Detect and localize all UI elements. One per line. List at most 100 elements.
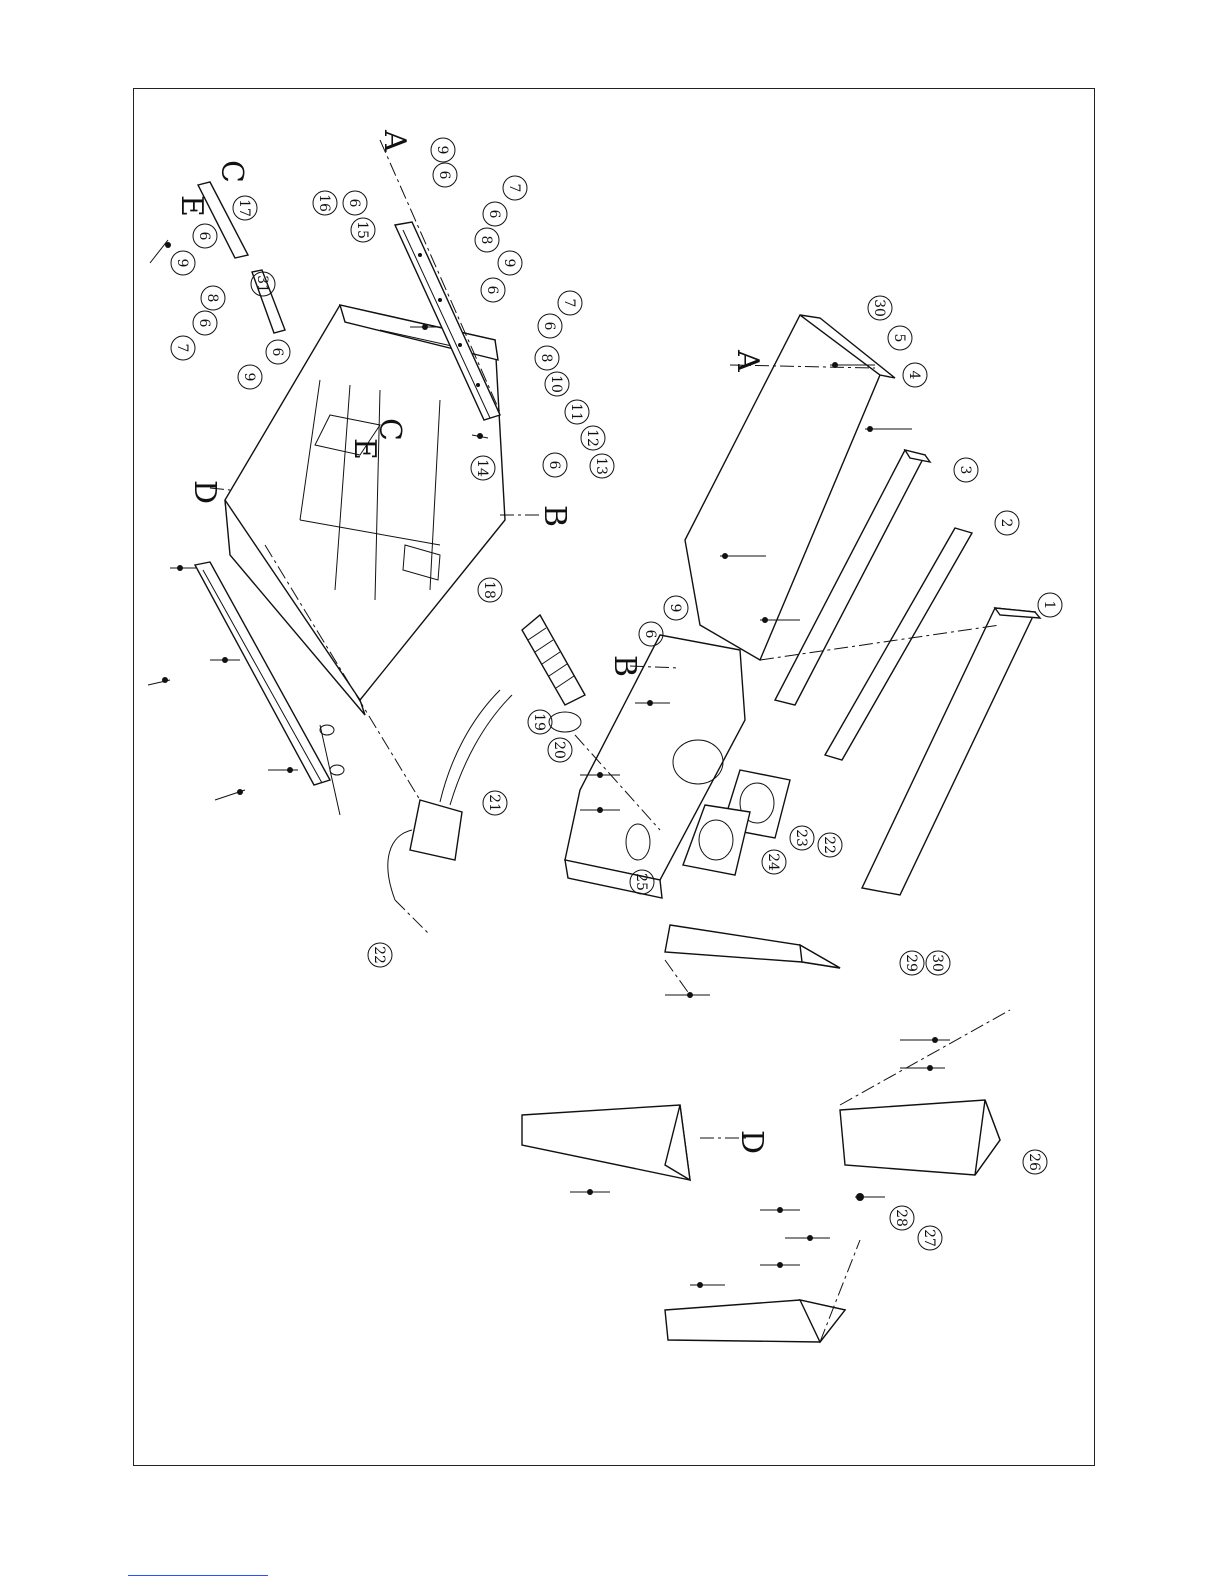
callout-15: 15 bbox=[351, 218, 375, 242]
svg-text:13: 13 bbox=[593, 457, 609, 475]
svg-text:17: 17 bbox=[236, 199, 252, 217]
svg-text:9: 9 bbox=[501, 259, 517, 268]
callout-7: 7 bbox=[558, 291, 582, 315]
callout-6: 6 bbox=[343, 191, 367, 215]
callout-6: 6 bbox=[193, 224, 217, 248]
callout-23: 23 bbox=[790, 826, 814, 850]
svg-text:8: 8 bbox=[538, 354, 554, 363]
callout-6: 6 bbox=[639, 622, 663, 646]
svg-text:9: 9 bbox=[434, 146, 450, 155]
callout-6: 6 bbox=[193, 311, 217, 335]
svg-text:9: 9 bbox=[667, 604, 683, 613]
svg-text:7: 7 bbox=[561, 299, 577, 308]
callout-30: 30 bbox=[868, 296, 892, 320]
svg-text:5: 5 bbox=[891, 334, 907, 343]
callout-29: 29 bbox=[900, 951, 924, 975]
chimney-section-26 bbox=[840, 1100, 1000, 1175]
svg-text:22: 22 bbox=[821, 836, 837, 854]
svg-text:6: 6 bbox=[269, 348, 285, 357]
svg-text:30: 30 bbox=[929, 954, 945, 972]
callout-20: 20 bbox=[548, 738, 572, 762]
svg-text:2: 2 bbox=[998, 519, 1014, 528]
callout-8: 8 bbox=[535, 346, 559, 370]
callout-16: 16 bbox=[313, 191, 337, 215]
callout-1: 1 bbox=[1038, 593, 1062, 617]
callout-5: 5 bbox=[888, 326, 912, 350]
callout-3: 3 bbox=[954, 458, 978, 482]
callout-17: 17 bbox=[233, 196, 257, 220]
svg-text:24: 24 bbox=[765, 853, 781, 871]
bracket-part-17 bbox=[198, 182, 248, 258]
svg-text:11: 11 bbox=[568, 403, 584, 421]
callout-22: 22 bbox=[818, 833, 842, 857]
svg-text:6: 6 bbox=[436, 171, 452, 180]
callout-21: 21 bbox=[483, 791, 507, 815]
callout-22: 22 bbox=[368, 943, 392, 967]
svg-text:6: 6 bbox=[196, 319, 212, 328]
svg-text:29: 29 bbox=[903, 954, 919, 972]
footer-link-underline bbox=[128, 1575, 268, 1576]
svg-text:3: 3 bbox=[957, 466, 973, 475]
svg-text:27: 27 bbox=[921, 1229, 937, 1247]
svg-text:6: 6 bbox=[486, 210, 502, 219]
svg-text:4: 4 bbox=[906, 371, 922, 380]
letter-A: A bbox=[730, 349, 765, 372]
svg-text:25: 25 bbox=[633, 873, 649, 891]
letter-B: B bbox=[607, 655, 642, 677]
svg-text:6: 6 bbox=[346, 199, 362, 208]
callout-26: 26 bbox=[1023, 1150, 1047, 1174]
callouts: 1 2 3 4 5 6 6 6 6 6 6 6 6 6 6 7 7 7 8 8 … bbox=[171, 138, 1062, 1250]
callout-9: 9 bbox=[238, 365, 262, 389]
callout-9: 9 bbox=[431, 138, 455, 162]
panel-part-4 bbox=[685, 315, 895, 660]
svg-text:23: 23 bbox=[793, 829, 809, 847]
callout-24: 24 bbox=[762, 850, 786, 874]
svg-text:7: 7 bbox=[506, 184, 522, 193]
callout-7: 7 bbox=[503, 176, 527, 200]
chimney-top-cover bbox=[665, 925, 840, 968]
letter-D: D bbox=[734, 1130, 769, 1154]
callout-8: 8 bbox=[201, 286, 225, 310]
svg-text:7: 7 bbox=[174, 344, 190, 353]
letter-E: E bbox=[174, 195, 209, 217]
callout-2: 2 bbox=[995, 511, 1019, 535]
svg-text:8: 8 bbox=[478, 236, 494, 245]
callout-31: 31 bbox=[251, 272, 275, 296]
callout-7: 7 bbox=[171, 336, 195, 360]
chimney-bottom-cover bbox=[665, 1300, 845, 1342]
callout-6: 6 bbox=[543, 453, 567, 477]
callout-13: 13 bbox=[590, 454, 614, 478]
svg-text:18: 18 bbox=[481, 581, 497, 599]
callout-9: 9 bbox=[171, 251, 195, 275]
flex-duct-part-19 bbox=[522, 615, 585, 705]
callout-11: 11 bbox=[565, 400, 589, 424]
svg-text:14: 14 bbox=[474, 459, 490, 477]
callout-6: 6 bbox=[538, 314, 562, 338]
svg-text:6: 6 bbox=[484, 286, 500, 295]
callout-8: 8 bbox=[475, 228, 499, 252]
clamp-part-20 bbox=[549, 712, 581, 732]
svg-text:9: 9 bbox=[241, 373, 257, 382]
letter-C: C bbox=[214, 160, 249, 183]
svg-text:22: 22 bbox=[371, 946, 387, 964]
svg-text:16: 16 bbox=[316, 194, 332, 212]
svg-text:19: 19 bbox=[531, 713, 547, 731]
svg-text:8: 8 bbox=[204, 294, 220, 303]
letter-D: D bbox=[187, 480, 222, 504]
callout-10: 10 bbox=[545, 372, 569, 396]
callout-6: 6 bbox=[266, 340, 290, 364]
chimney-section-left bbox=[522, 1105, 690, 1180]
svg-text:10: 10 bbox=[548, 375, 564, 393]
svg-text:6: 6 bbox=[196, 232, 212, 241]
letter-E: E bbox=[347, 438, 382, 460]
svg-text:26: 26 bbox=[1026, 1153, 1042, 1171]
svg-text:6: 6 bbox=[642, 630, 658, 639]
callout-18: 18 bbox=[478, 578, 502, 602]
svg-text:6: 6 bbox=[546, 461, 562, 470]
svg-text:30: 30 bbox=[871, 299, 887, 317]
callout-12: 12 bbox=[581, 426, 605, 450]
svg-text:1: 1 bbox=[1041, 601, 1057, 610]
callout-4: 4 bbox=[903, 363, 927, 387]
